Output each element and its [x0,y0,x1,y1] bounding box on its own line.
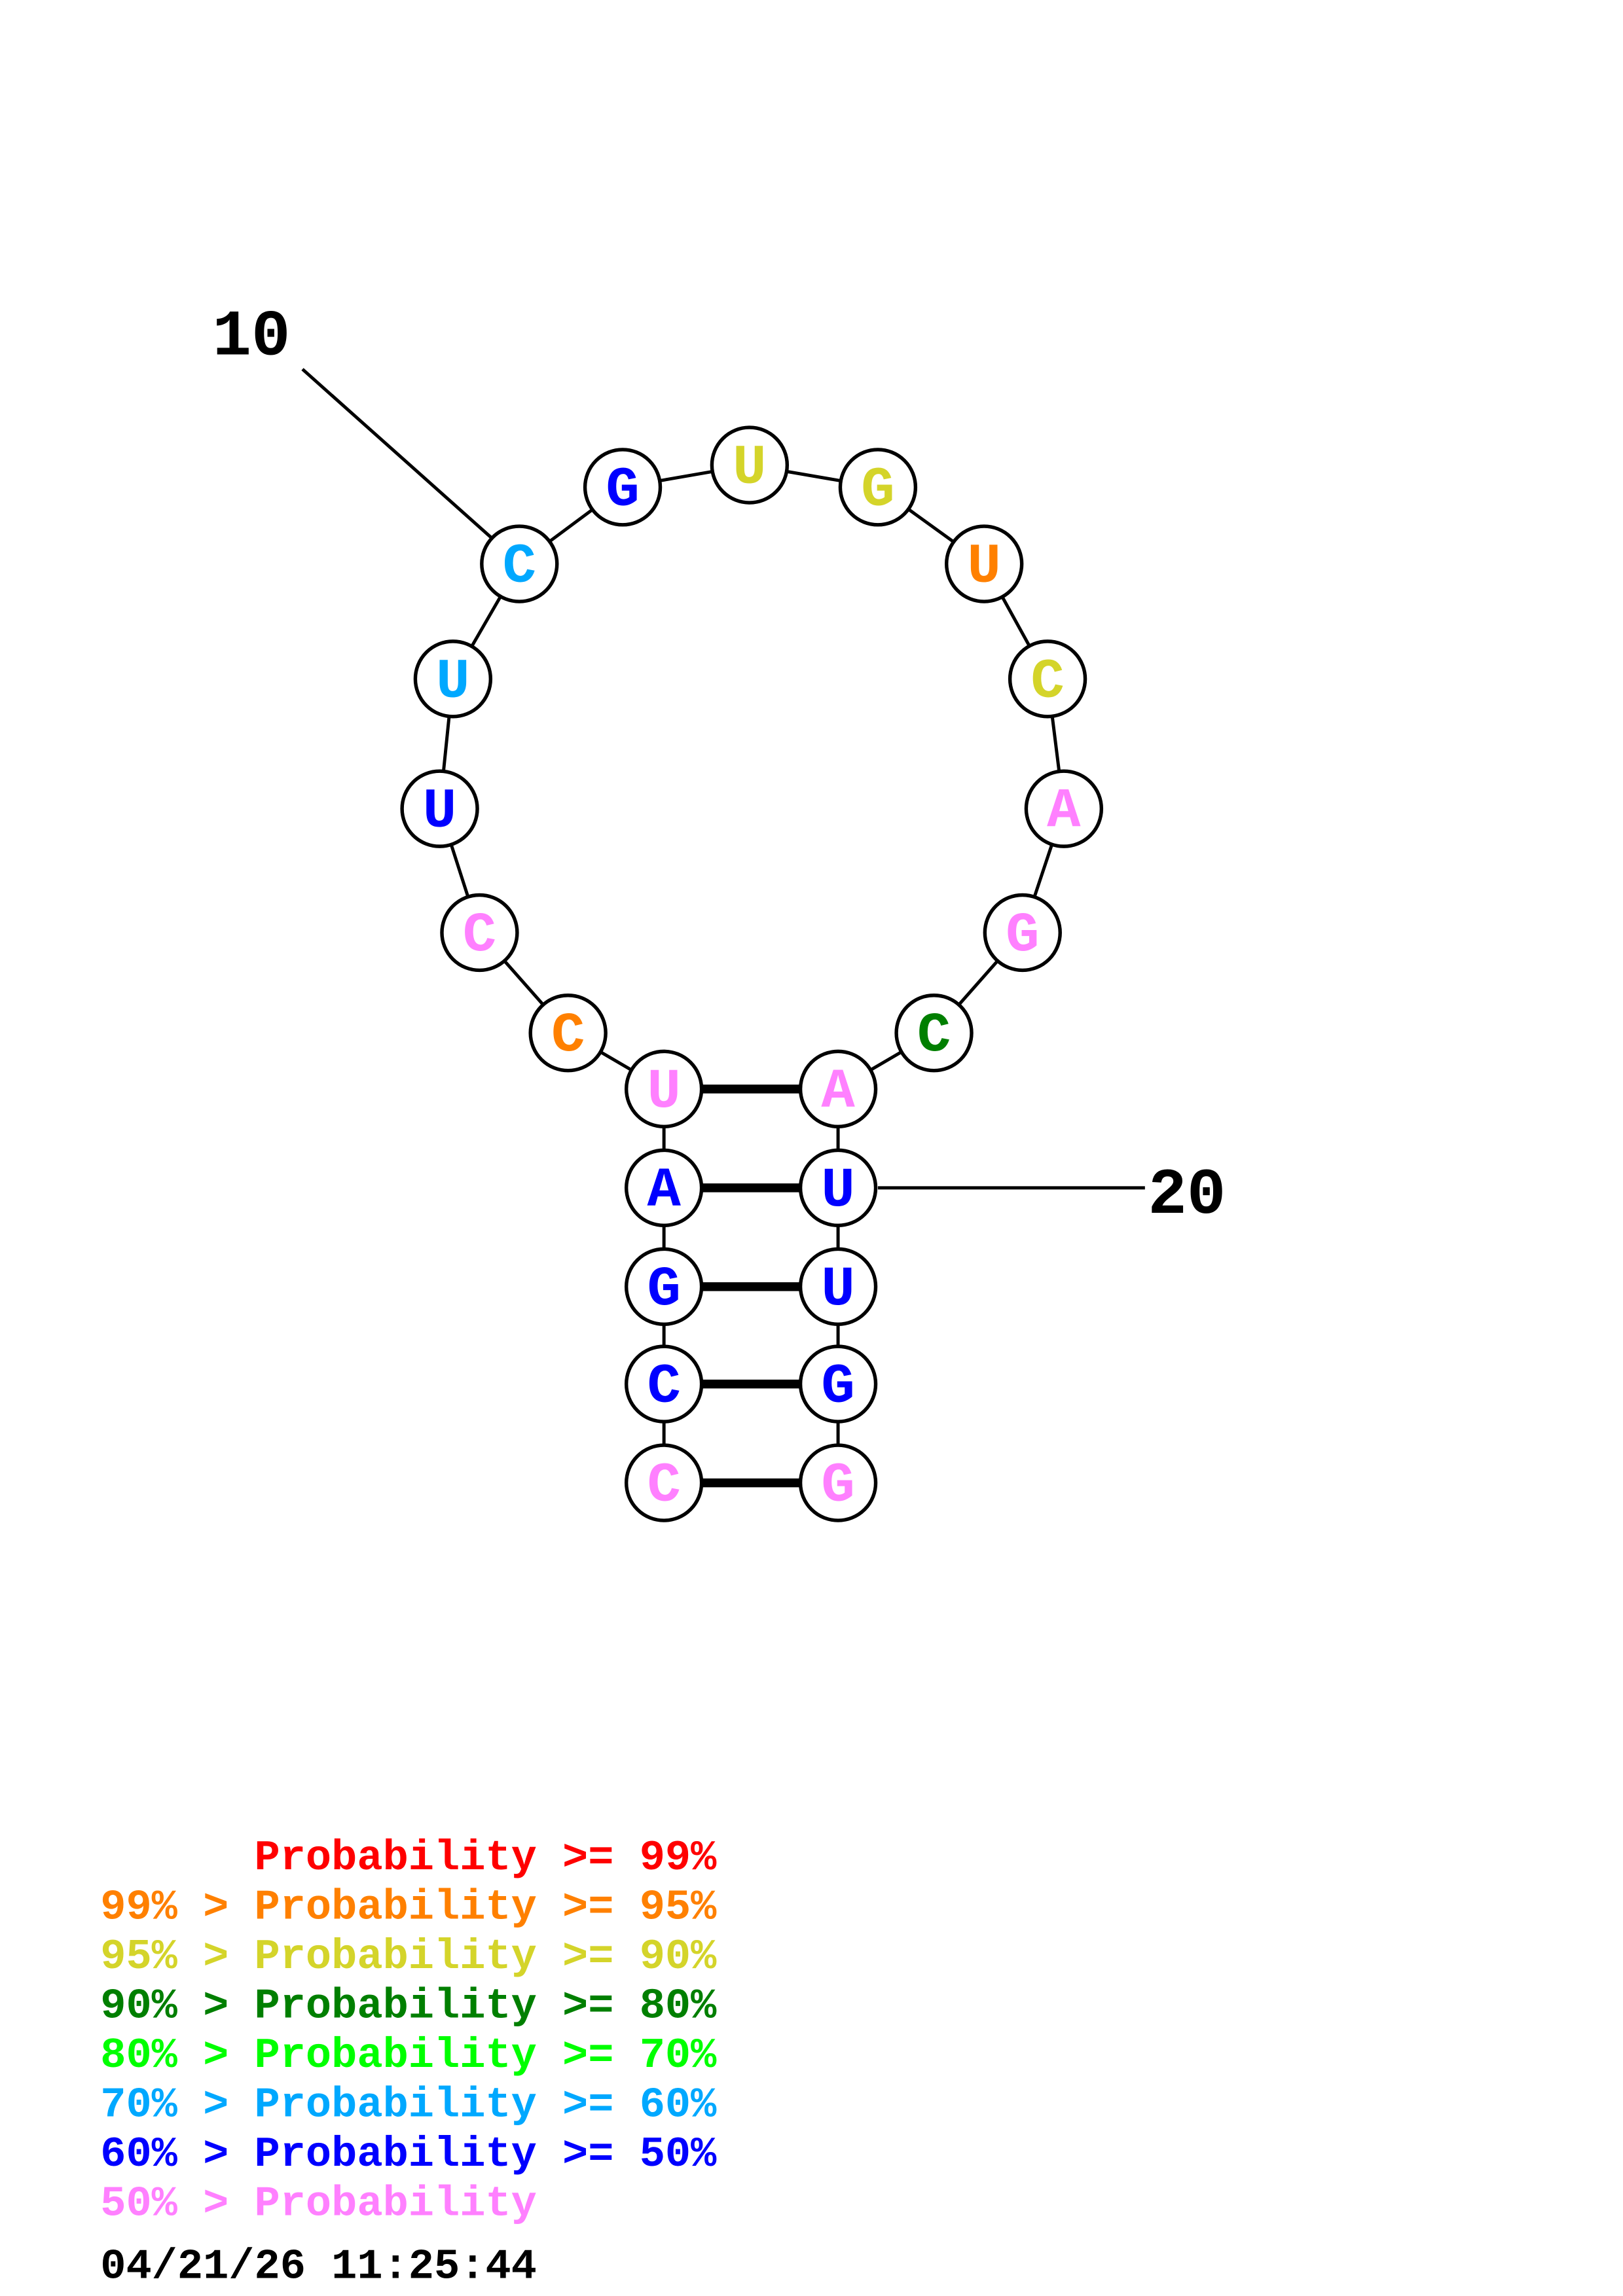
nucleotide-1: C [624,1443,704,1522]
backbone [438,463,1066,1483]
legend-row: 99% > Probability >= 95% [100,1884,717,1932]
legend-row: Probability >= 99% [100,1834,717,1882]
nucleotide-8: U [400,769,479,848]
nucleotide-20: U [798,1148,878,1228]
nucleotide-circle [945,524,1024,603]
index-10-pointer [301,368,496,542]
nucleotide-circle [624,1443,704,1522]
nucleotide-base: C [551,1004,585,1067]
nucleotide-12: U [710,425,790,505]
nucleotide-base: U [821,1159,854,1223]
nucleotide-14: U [945,524,1024,603]
nucleotide-15: C [1008,639,1087,719]
nucleotide-10: C [480,524,559,603]
nucleotide-base: C [463,904,496,967]
nucleotide-13: G [838,448,918,527]
index-label-20: 20 [1148,1158,1226,1232]
nucleotide-base: G [1006,904,1039,967]
nucleotide-9: U [413,639,493,719]
nucleotide-base: U [647,1060,680,1124]
nucleotide-base: C [647,1454,680,1518]
nucleotide-3: G [624,1247,704,1327]
legend-row: 60% > Probability >= 50% [100,2130,717,2179]
nucleotide-22: G [798,1344,878,1424]
nucleotide-base: C [503,535,536,599]
nucleotide-7: C [440,893,519,973]
nucleotide-circle [1024,769,1104,848]
nucleotide-5: U [624,1049,704,1129]
nucleotide-circle [710,425,790,505]
legend-row: 50% > Probability [100,2180,537,2229]
nucleotide-base: U [967,535,1000,599]
nucleotide-base: U [733,437,766,500]
nucleotide-circle [480,524,559,603]
index-label-10: 10 [213,300,291,374]
nucleotide-base: G [821,1355,854,1419]
nucleotide-base: A [821,1060,855,1124]
nucleotide-base: C [1030,650,1064,713]
nucleotide-circle [838,448,918,527]
nucleotide-circle [440,893,519,973]
nucleotide-circle [400,769,479,848]
nucleotide-base: G [647,1258,680,1321]
nucleotide-circle [624,1049,704,1129]
nucleotide-circle [528,994,608,1073]
nucleotide-base: A [1047,780,1081,844]
nucleotide-6: C [528,994,608,1073]
nucleotide-circle [1008,639,1087,719]
nucleotide-circle [894,994,974,1073]
timestamp: 04/21/26 11:25:44 [100,2242,537,2291]
nucleotide-circle [798,1148,878,1228]
nucleotide-18: C [894,994,974,1073]
nucleotide-16: A [1024,769,1104,848]
nucleotide-23: G [798,1443,878,1522]
nucleotide-17: G [983,893,1062,973]
legend-row: 80% > Probability >= 70% [100,2032,717,2080]
nucleotide-base: C [647,1355,680,1419]
nucleotide-circle [798,1247,878,1327]
nucleotide-circle [798,1344,878,1424]
legend-row: 95% > Probability >= 90% [100,1933,717,1981]
nucleotide-circle [583,448,663,527]
nucleotide-11: G [583,448,663,527]
nucleotide-base: A [647,1159,681,1223]
nucleotide-circle [798,1443,878,1522]
nucleotide-circle [624,1148,704,1228]
nucleotide-circle [624,1344,704,1424]
nucleotide-base: G [606,458,639,522]
nucleotide-circle [983,893,1062,973]
nucleotide-base: U [436,650,469,713]
nucleotide-base: C [917,1004,951,1067]
nucleotide-4: A [624,1148,704,1228]
legend-row: 70% > Probability >= 60% [100,2081,717,2130]
nucleotide-2: C [624,1344,704,1424]
nucleotide-circle [798,1049,878,1129]
nucleotide-circle [413,639,493,719]
nucleotide-base: U [821,1258,854,1321]
nucleotide-base: G [861,458,894,522]
nucleotide-base: G [821,1454,854,1518]
legend-row: 90% > Probability >= 80% [100,1982,717,2031]
nucleotide-circle [624,1247,704,1327]
nucleotide-base: U [423,780,456,844]
probability-legend: Probability >= 99%99% > Probability >= 9… [100,1834,717,2228]
nucleotide-21: U [798,1247,878,1327]
nucleotide-19: A [798,1049,878,1129]
